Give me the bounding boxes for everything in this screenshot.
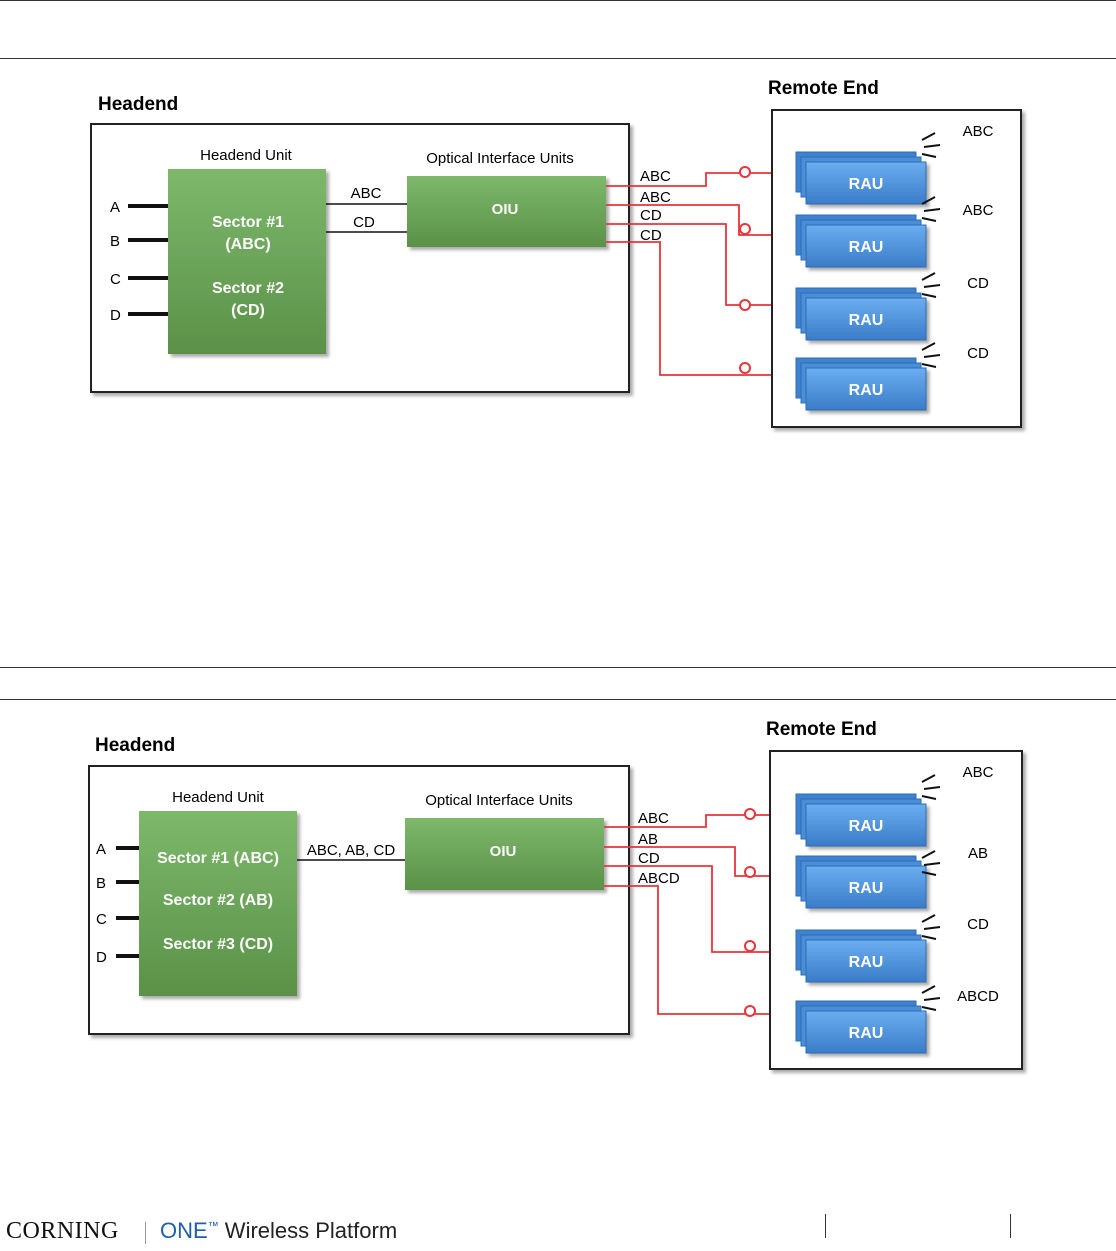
input-d-label-2: D	[96, 949, 107, 966]
headend-unit	[168, 169, 326, 354]
remote-title-2: Remote End	[766, 719, 877, 740]
rau-3: RAU	[795, 287, 927, 341]
antenna-signal-icon-2	[921, 774, 941, 1011]
input-d-label: D	[110, 307, 121, 324]
input-ports	[128, 204, 168, 316]
diagram-2: Headend Headend Unit Sector #1 (ABC) Sec…	[88, 719, 1023, 1070]
rau-2-1: RAU	[795, 793, 927, 847]
product-one: ONE	[160, 1218, 208, 1243]
oiu-group-label-2: Optical Interface Units	[425, 792, 573, 809]
rau-4-label: RAU	[849, 382, 884, 399]
oiu-box	[407, 176, 606, 247]
rau-2-3-label: RAU	[849, 954, 884, 971]
input-b-label-2: B	[96, 875, 106, 892]
rau-2-bands: ABC	[963, 202, 994, 219]
link-abc-label: ABC	[351, 185, 382, 202]
product-name: ONE™ Wireless Platform	[160, 1218, 397, 1244]
fiber-label-2-1: ABC	[638, 810, 669, 827]
footer-tick-2	[1010, 1214, 1011, 1238]
sector-2-label-2: Sector #2 (AB)	[163, 892, 273, 909]
fiber-label-2-4: ABCD	[638, 870, 680, 887]
rau-2-3: RAU	[795, 929, 927, 983]
input-c-label-2: C	[96, 911, 107, 928]
rau-2-2-bands: AB	[968, 845, 988, 862]
sector-2-bands: (CD)	[231, 302, 265, 319]
diagram-1: Headend Headend Unit Sector #1 (ABC) Sec…	[90, 78, 1022, 428]
footer-tick-1	[825, 1214, 826, 1238]
headend-unit-label-2: Headend Unit	[172, 789, 265, 806]
headend-title: Headend	[98, 94, 178, 115]
input-a-label: A	[110, 199, 120, 216]
rau-2-2-label: RAU	[849, 880, 884, 897]
sector-1-label: Sector #1	[212, 214, 284, 231]
fiber-connectors	[739, 166, 751, 374]
rau-2-4: RAU	[795, 1000, 927, 1054]
fiber-lines	[606, 172, 800, 376]
rau-2-4-label: RAU	[849, 1025, 884, 1042]
oiu-label-2: OIU	[490, 843, 517, 860]
rau-2-2: RAU	[795, 855, 927, 909]
headend-unit-2	[139, 811, 297, 996]
rau-2: RAU	[795, 214, 927, 268]
input-a-label-2: A	[96, 841, 106, 858]
fiber-label-2-3: CD	[638, 850, 660, 867]
rau-4: RAU	[795, 357, 927, 411]
rau-1-bands: ABC	[963, 123, 994, 140]
rau-2-1-bands: ABC	[963, 764, 994, 781]
input-b-label: B	[110, 233, 120, 250]
input-c-label: C	[110, 271, 121, 288]
remote-title: Remote End	[768, 78, 879, 99]
section-rule	[0, 58, 1116, 59]
link-cd-label: CD	[353, 214, 375, 231]
fiber-label-1: ABC	[640, 168, 671, 185]
rau-1-label: RAU	[849, 176, 884, 193]
fiber-label-4: CD	[640, 227, 662, 244]
top-rule	[0, 0, 1116, 1]
fiber-label-2-2: AB	[638, 831, 658, 848]
sector-2-label: Sector #2	[212, 280, 284, 297]
fiber-label-2: ABC	[640, 189, 671, 206]
sector-1-label-2: Sector #1 (ABC)	[157, 850, 279, 867]
section-rule-2	[0, 667, 1116, 668]
rau-2-4-bands: ABCD	[957, 988, 999, 1005]
sector-3-label-2: Sector #3 (CD)	[163, 936, 273, 953]
product-tm: ™	[207, 1220, 219, 1233]
section-rule-3	[0, 699, 1116, 700]
rau-3-label: RAU	[849, 312, 884, 329]
oiu-box-2	[405, 818, 604, 890]
product-rest: Wireless Platform	[218, 1218, 398, 1243]
corning-logo: CORNING	[6, 1218, 119, 1244]
rau-3-bands: CD	[967, 275, 989, 292]
rau-2-label: RAU	[849, 239, 884, 256]
headend-title-2: Headend	[95, 735, 175, 756]
headend-unit-label: Headend Unit	[200, 147, 293, 164]
antenna-signal-icon	[921, 132, 941, 368]
page-footer: CORNING ONE™ Wireless Platform	[0, 1210, 1116, 1251]
rau-1: RAU	[795, 151, 927, 205]
link-combined-label: ABC, AB, CD	[307, 842, 396, 859]
input-ports-2	[116, 846, 139, 958]
fiber-label-3: CD	[640, 207, 662, 224]
fiber-lines-2	[604, 814, 800, 1015]
rau-2-1-label: RAU	[849, 818, 884, 835]
fiber-connectors-2	[744, 808, 756, 1017]
footer-separator	[145, 1222, 146, 1244]
oiu-group-label: Optical Interface Units	[426, 150, 574, 167]
rau-2-3-bands: CD	[967, 916, 989, 933]
sector-1-bands: (ABC)	[225, 236, 270, 253]
oiu-label: OIU	[492, 201, 519, 218]
rau-4-bands: CD	[967, 345, 989, 362]
